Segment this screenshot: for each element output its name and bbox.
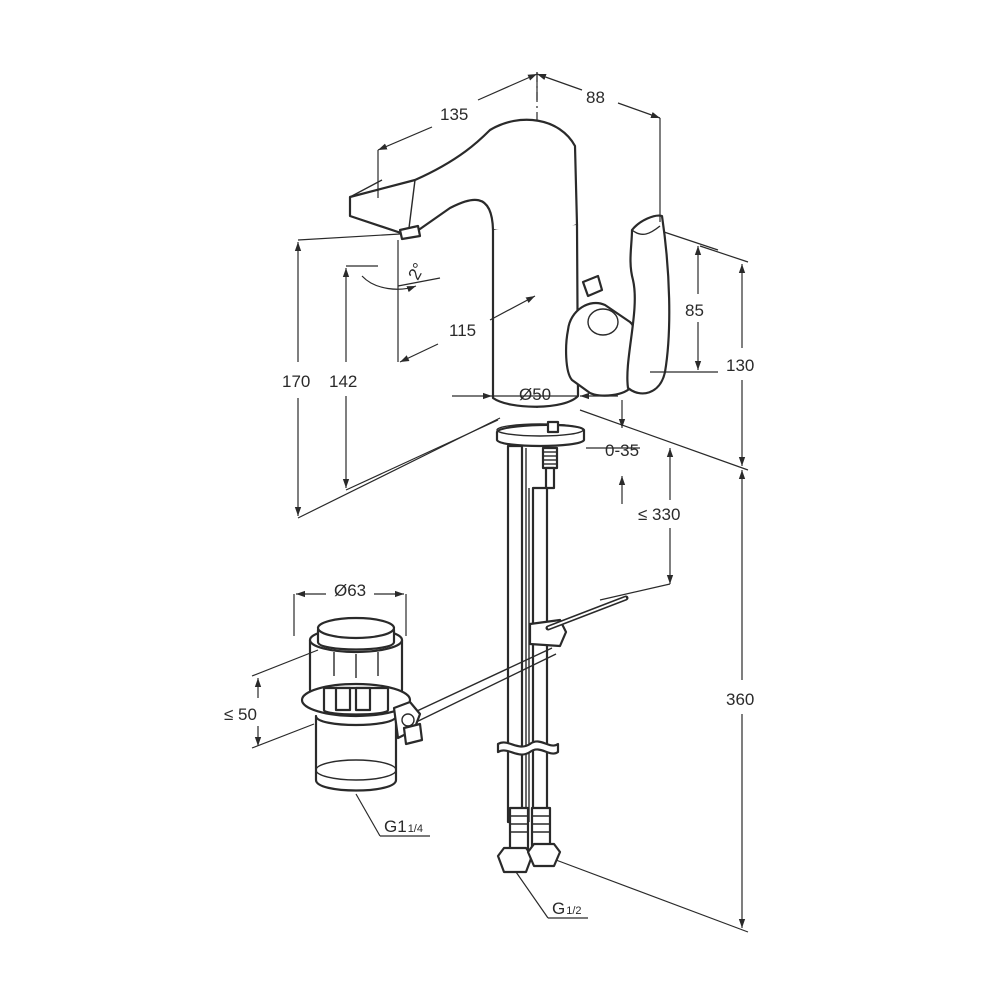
dim-330: ≤ 330	[638, 505, 680, 524]
supply-hoses	[496, 444, 568, 874]
dim-142: 142	[329, 372, 357, 391]
waste-fitting	[300, 616, 424, 792]
dim-waste-50: ≤ 50	[224, 705, 257, 724]
dim-88: 88	[586, 88, 605, 107]
dim-0-35: 0-35	[605, 441, 639, 460]
dim-130: 130	[726, 356, 754, 375]
pop-up-rod	[401, 595, 629, 727]
dim-angle: 2°	[404, 260, 428, 283]
thread-label-supply: G1/2	[552, 899, 582, 918]
dim-170: 170	[282, 372, 310, 391]
dim-85: 85	[685, 301, 704, 320]
dim-360: 360	[726, 690, 754, 709]
faucet-body	[348, 118, 671, 490]
dim-115: 115	[449, 321, 476, 340]
thread-label-waste: G11/4	[384, 817, 423, 836]
dim-diameter-63: Ø63	[334, 581, 366, 600]
dim-diameter-50: Ø50	[519, 385, 551, 404]
dim-135: 135	[440, 105, 468, 124]
